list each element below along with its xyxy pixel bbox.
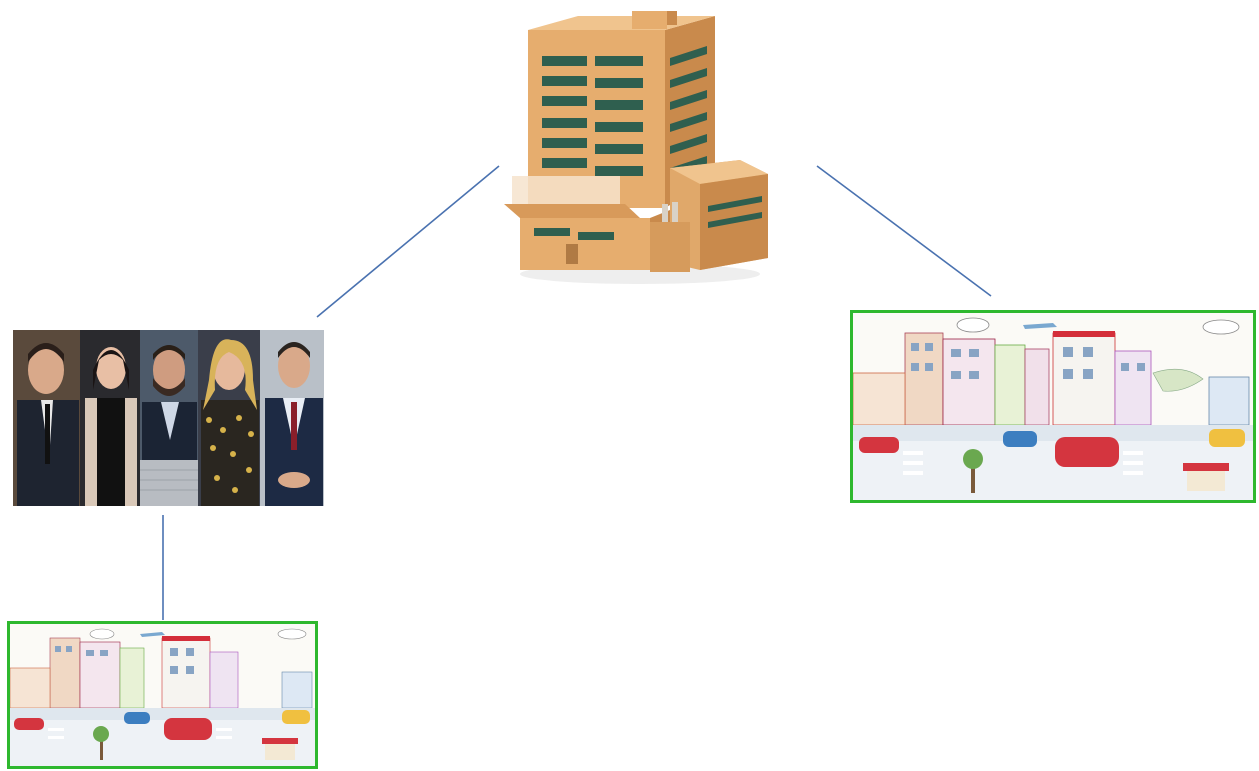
office-building-node	[500, 8, 775, 286]
city-illustration-right	[850, 310, 1256, 503]
person-5	[265, 342, 323, 506]
person-3	[140, 345, 198, 506]
politicians-photo-art	[13, 330, 324, 506]
person-2	[85, 347, 137, 506]
city-street-illustration-bottom	[10, 624, 315, 766]
connector-building-city-right	[816, 165, 992, 297]
office-building-icon	[504, 11, 768, 284]
person-1	[17, 343, 79, 506]
politicians-photo	[13, 330, 324, 506]
person-4	[201, 339, 259, 506]
connector-building-politicians	[316, 165, 500, 318]
city-illustration-bottom	[7, 621, 318, 769]
city-street-illustration-right	[853, 313, 1253, 500]
